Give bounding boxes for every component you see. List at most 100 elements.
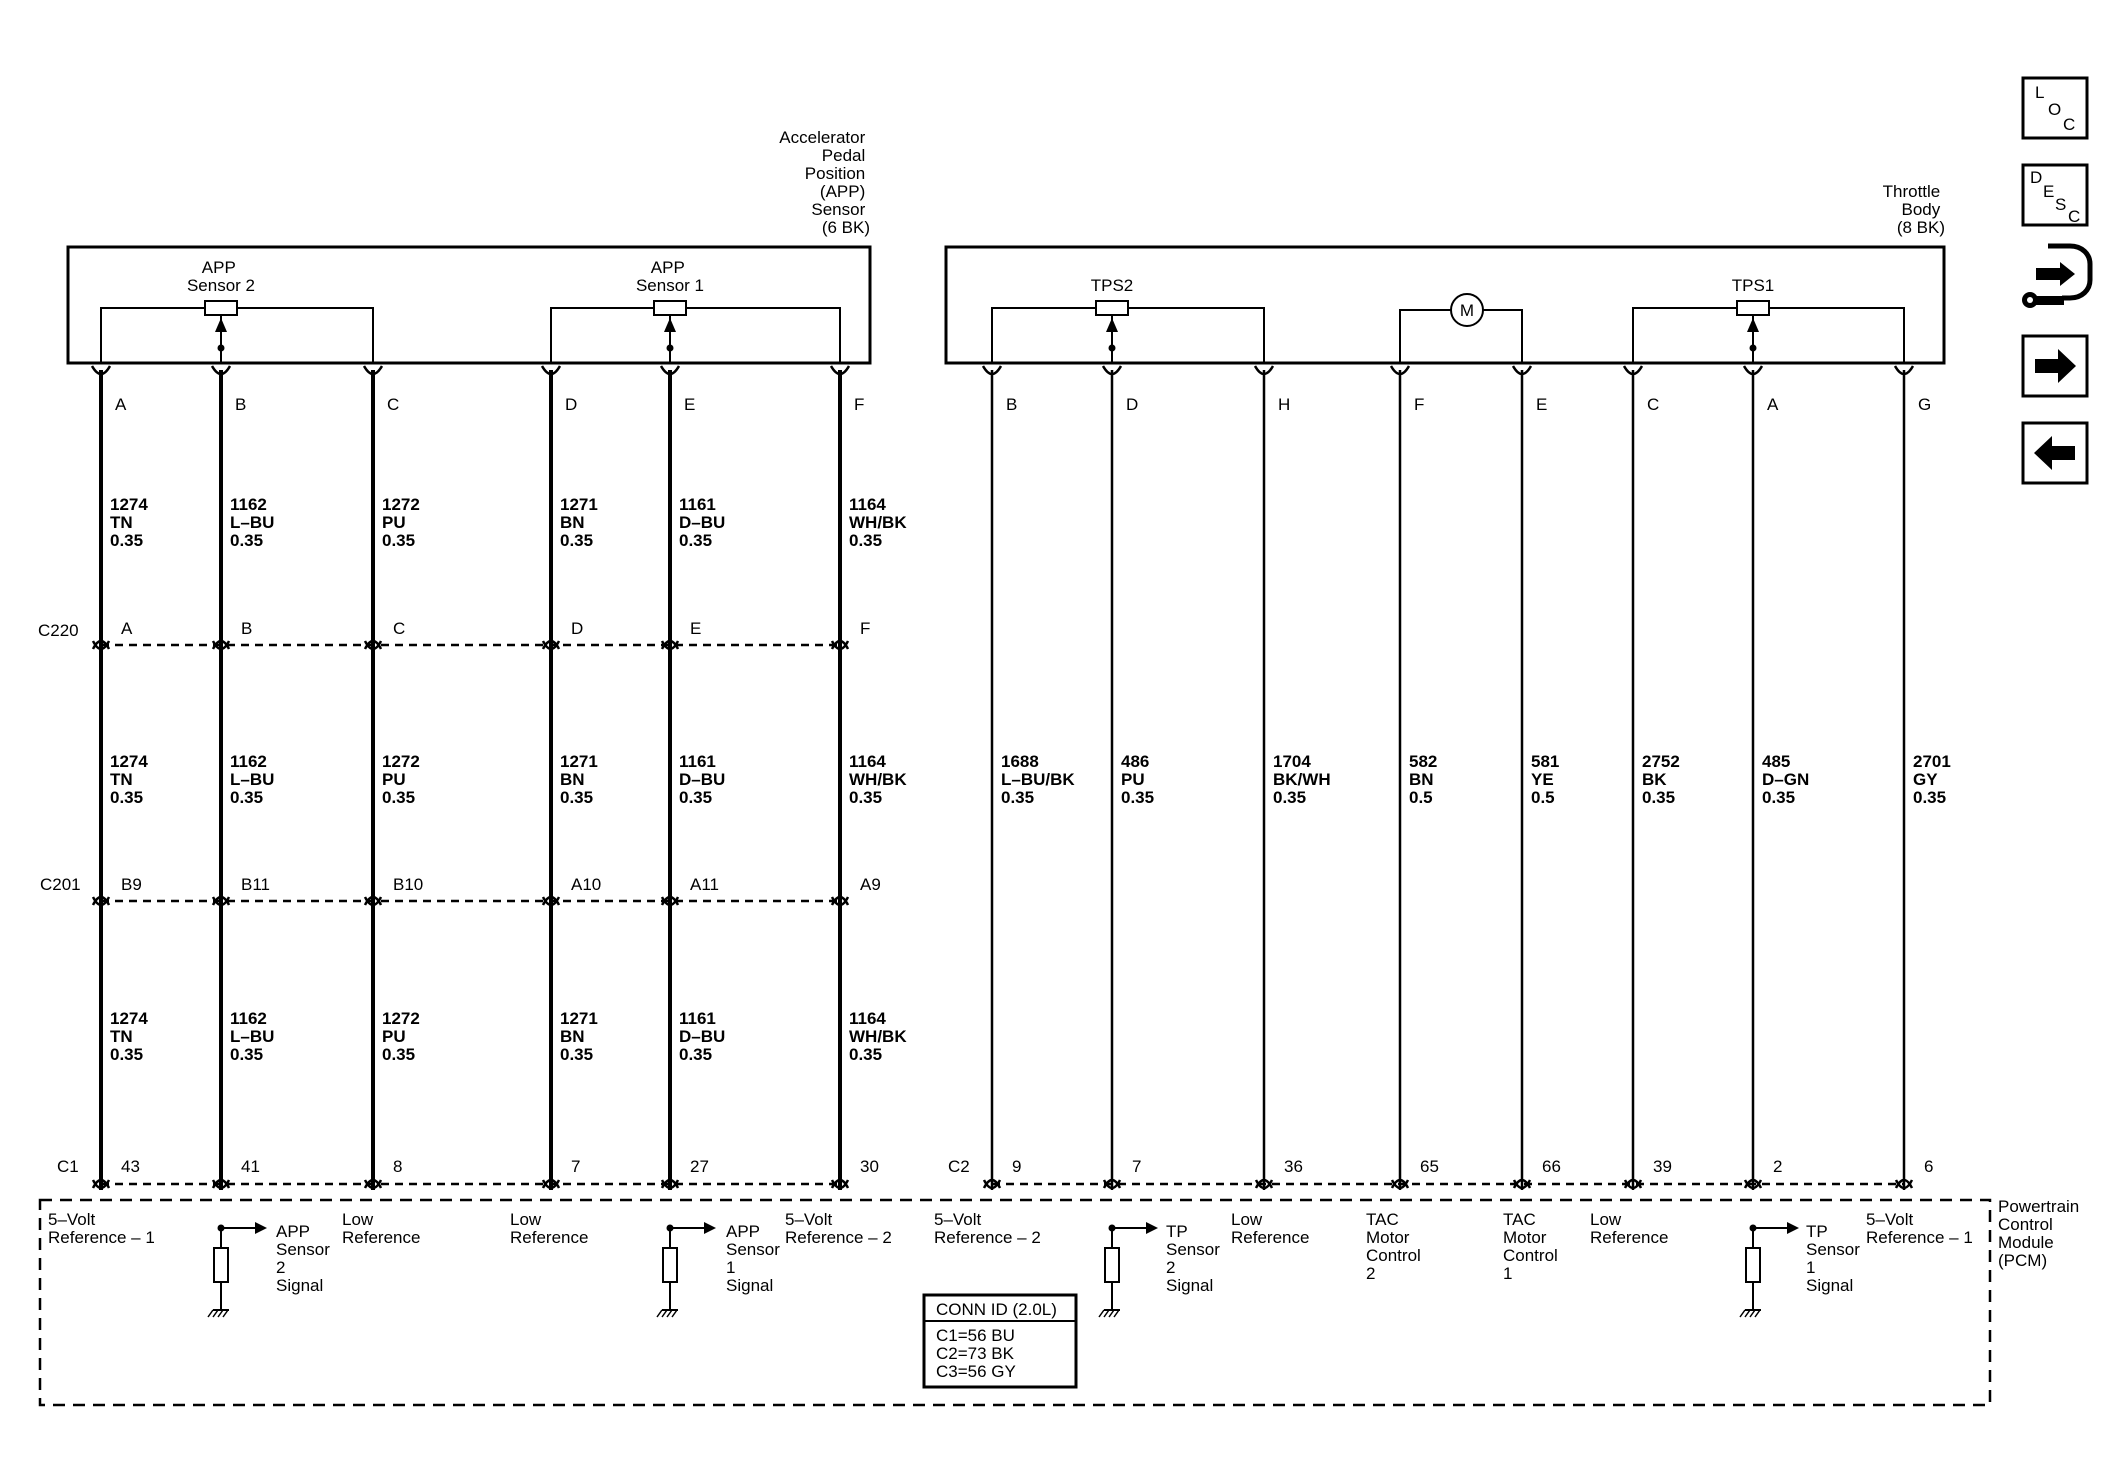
tb-wire-4-c2-pin-top — [1390, 1178, 1410, 1189]
app-wire-2-seg3-color: L–BU — [230, 1027, 274, 1046]
app-wire-5-top-pin — [659, 365, 681, 376]
app-wire-2-c1-pin-top — [211, 1178, 231, 1189]
app-wire-4-c201-pin-bottom — [541, 896, 561, 907]
app-wire-5-seg1-circuit: 1161 — [679, 495, 716, 514]
pcm-app1-signal-input-arrow — [704, 1222, 716, 1234]
tb-wire-1-seg-gauge: 0.35 — [1001, 788, 1034, 807]
tb-wire-2-c2-pin-top — [1102, 1178, 1122, 1189]
app-wire-6-c220-pin-label: F — [860, 619, 870, 638]
pcm-tp1-signal-input-resistor — [1745, 1247, 1761, 1283]
tb-wire-5-top-pin — [1511, 365, 1533, 376]
c2-label: C2 — [948, 1157, 970, 1176]
app-wire-2-seg3-gauge: 0.35 — [230, 1045, 263, 1064]
app-wire-4-c1-pin-label: 7 — [571, 1157, 580, 1176]
connector-tools-icon[interactable] — [2022, 243, 2093, 308]
app-wire-4-seg1-color: BN — [560, 513, 585, 532]
app-wire-3-top-pin-label: C — [387, 395, 399, 414]
tb-wire-3-top-pin-label: H — [1278, 395, 1290, 414]
tb-wire-8-seg-gauge: 0.35 — [1913, 788, 1946, 807]
app-wire-1-c1-pin-label: 43 — [121, 1157, 140, 1176]
app-wire-1-c201-pin-bottom — [91, 896, 111, 907]
app-wire-6-c220-pin-top — [830, 639, 850, 650]
app-sensor-2: APP Sensor 2 — [100, 258, 374, 363]
app-wire-6-c201-pin-label: A9 — [860, 875, 881, 894]
tb-wire-4-seg-color: BN — [1409, 770, 1434, 789]
app-wire-5-c1-pin-bottom — [660, 1179, 680, 1190]
app-wire-3-c201-pin-bottom — [363, 896, 383, 907]
pcm-app2-signal-input-resistor — [213, 1247, 229, 1283]
app-wire-1-top-pin — [90, 365, 112, 376]
svg-text:TPS2: TPS2 — [1091, 276, 1134, 295]
app-wire-4-c1-pin-top — [541, 1178, 561, 1189]
app-wire-4-c201-pin-top — [541, 895, 561, 906]
app-wire-4-seg3-gauge: 0.35 — [560, 1045, 593, 1064]
tb-wire-5-c2-pin-top — [1512, 1178, 1532, 1189]
svg-text:D: D — [2030, 168, 2042, 187]
tb-wire-2-seg-color: PU — [1121, 770, 1145, 789]
app-wire-3-seg3-circuit: 1272 — [382, 1009, 420, 1028]
app-wire-6-seg3-gauge: 0.35 — [849, 1045, 882, 1064]
pcm-tp2-signal-input-resistor — [1104, 1247, 1120, 1283]
app-wire-1-seg1-circuit: 1274 — [110, 495, 148, 514]
tb-wire-4-c2-pin-label: 65 — [1420, 1157, 1439, 1176]
pcm-app2-signal-input-ground-hatch — [207, 1309, 214, 1318]
app-wire-6-seg3-color: WH/BK — [849, 1027, 907, 1046]
app-wire-5-c220-pin-label: E — [690, 619, 701, 638]
tb-wire-3-seg-color: BK/WH — [1273, 770, 1331, 789]
tb-wire-7-seg-color: D–GN — [1762, 770, 1809, 789]
app-wire-5-seg2-gauge: 0.35 — [679, 788, 712, 807]
conn-id-title: CONN ID (2.0L) — [936, 1300, 1057, 1319]
pcm-tp2-signal-input-ground-hatch — [1103, 1309, 1110, 1318]
svg-text:APP Sensor 1: APP Sensor 1 — [636, 258, 704, 295]
app-wire-6-c220-pin-bottom — [830, 640, 850, 651]
app-wire-3-c1-pin-label: 8 — [393, 1157, 402, 1176]
app-wire-2-seg1-color: L–BU — [230, 513, 274, 532]
tps1-sensor: TPS1 — [1632, 276, 1905, 363]
desc-button[interactable]: D E S C — [2021, 163, 2089, 227]
tb-wire-6-seg-circuit: 2752 — [1642, 752, 1680, 771]
app-wire-6-seg2-circuit: 1164 — [849, 752, 886, 771]
app-wire-3-c201-pin-label: B10 — [393, 875, 423, 894]
pcm-tp2-signal-input-ground-hatch — [1108, 1309, 1115, 1318]
app-wire-1-seg2-gauge: 0.35 — [110, 788, 143, 807]
app-wire-1-c220-pin-label: A — [121, 619, 133, 638]
app-wire-4-c220-pin-bottom — [541, 640, 561, 651]
tb-wire-8-c2-pin-label: 6 — [1924, 1157, 1933, 1176]
app-wire-2-c201-pin-bottom — [211, 896, 231, 907]
app-wire-4-c220-pin-top — [541, 639, 561, 650]
app-wire-1-seg3-gauge: 0.35 — [110, 1045, 143, 1064]
tb-wire-1-c2-pin-top — [982, 1178, 1002, 1189]
app-wire-6-seg2-gauge: 0.35 — [849, 788, 882, 807]
tb-wire-3-seg-circuit: 1704 — [1273, 752, 1311, 771]
tb-wire-1-top-pin-label: B — [1006, 395, 1017, 414]
tb-wire-5-c2-pin-label: 66 — [1542, 1157, 1561, 1176]
arrow-right-icon[interactable] — [2021, 334, 2089, 398]
svg-text:L: L — [2035, 83, 2044, 102]
app-wire-3-c1-pin-top — [363, 1178, 383, 1189]
tb-wire-3-seg-gauge: 0.35 — [1273, 788, 1306, 807]
app-wire-5-seg3-circuit: 1161 — [679, 1009, 716, 1028]
app-wire-1-c220-pin-top — [91, 639, 111, 650]
tb-wire-6-seg-color: BK — [1642, 770, 1667, 789]
throttle-body-title: Throttle Body (8 BK) — [1883, 182, 1945, 237]
pcm-app2-signal-input-ground-hatch — [212, 1309, 219, 1318]
loc-button[interactable]: L O C — [2021, 76, 2089, 140]
app-wire-4-c1-pin-bottom — [541, 1179, 561, 1190]
pcm-tp1-signal-input-ground-hatch — [1754, 1309, 1761, 1318]
tb-wire-4-top-pin-label: F — [1414, 395, 1424, 414]
app-wire-4-seg3-color: BN — [560, 1027, 585, 1046]
app-wire-5-c220-pin-bottom — [660, 640, 680, 651]
app-wire-5-c220-pin-top — [660, 639, 680, 650]
tb-wire-2-c2-pin-label: 7 — [1132, 1157, 1141, 1176]
app-wire-6-c201-pin-bottom — [830, 896, 850, 907]
arrow-left-icon[interactable] — [2021, 421, 2089, 485]
pcm-app2-signal-input-ground-hatch — [222, 1309, 229, 1318]
app-wire-5-seg3-gauge: 0.35 — [679, 1045, 712, 1064]
pcm-tp2-signal-input-arrow — [1146, 1222, 1158, 1234]
tb-wire-3-c2-pin-top — [1254, 1178, 1274, 1189]
c1-label: C1 — [57, 1157, 79, 1176]
